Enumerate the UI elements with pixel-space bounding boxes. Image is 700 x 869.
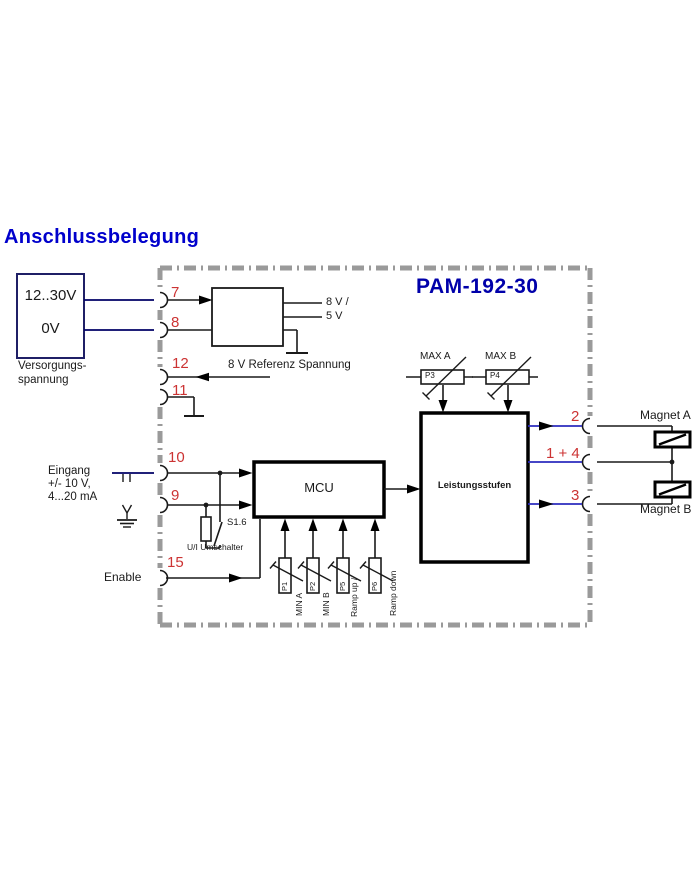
pin-3: 3: [571, 487, 580, 504]
junction-dots: [203, 459, 675, 508]
reference-voltage-label: 8 V Referenz Spannung: [228, 359, 351, 371]
pin-8: 8: [171, 314, 180, 331]
input-label-line1: Eingang: [48, 465, 91, 477]
supply-zero-label: 0V: [41, 320, 60, 337]
arrowheads: [195, 295, 554, 583]
switch-symbol: [200, 516, 223, 547]
pin-1-4: 1 + 4: [546, 445, 580, 462]
pin-2: 2: [571, 408, 580, 425]
wires-navy: [84, 299, 154, 474]
power-stage-label: Leistungsstufen: [437, 480, 512, 491]
voltage-regulator-box: [211, 287, 284, 347]
trimmer-p2-id: P2: [308, 581, 317, 591]
enable-label: Enable: [104, 570, 142, 584]
regulator-output-8v: 8 V /: [326, 296, 349, 308]
device-name: PAM-192-30: [416, 275, 539, 298]
pin-15: 15: [167, 554, 184, 571]
pin-10: 10: [168, 449, 185, 466]
switch-caption: U/I Umschalter: [187, 542, 244, 552]
wires-blue: [528, 425, 582, 505]
trimmer-ramp-up-label: Ramp up /: [349, 577, 359, 617]
input-label-line2: +/- 10 V,: [48, 478, 91, 490]
page-title: Anschlussbelegung: [4, 226, 200, 248]
input-label-line3: 4...20 mA: [48, 491, 98, 503]
pin-11: 11: [172, 382, 188, 399]
magnet-a-symbol: [653, 430, 692, 449]
trimmer-max-b-label: MAX B: [485, 351, 517, 362]
pin-7: 7: [171, 284, 180, 301]
enclosure-dashed-border: [157, 265, 593, 628]
switch-id-label: S1.6: [227, 517, 247, 528]
trimmer-ramp-down-label: Ramp down: [388, 570, 398, 616]
supply-box: [16, 273, 85, 359]
mcu-box: [252, 460, 386, 519]
magnet-a-label: Magnet A: [640, 408, 691, 422]
regulator-output-5v: 5 V: [326, 310, 343, 322]
ground-symbols: [117, 352, 308, 528]
trimmer-min-a-label: MIN A: [294, 592, 304, 616]
pin-9: 9: [171, 487, 180, 504]
trimmer-p5-id: P5: [338, 581, 347, 591]
trimmer-min-b-label: MIN B: [321, 592, 331, 616]
magnet-b-label: Magnet B: [640, 502, 692, 516]
wires-black: [166, 299, 673, 579]
trimmer-max-a-label: MAX A: [420, 351, 451, 362]
pin-12: 12: [172, 355, 189, 372]
trimmer-p6-id: P6: [370, 581, 379, 591]
power-stage-box: [419, 411, 530, 564]
supply-caption-line2: spannung: [18, 374, 69, 386]
trimmer-p3-id: P3: [425, 371, 435, 380]
magnet-b-symbol: [653, 480, 692, 499]
mcu-label: MCU: [304, 480, 334, 495]
supply-range-label: 12..30V: [24, 287, 77, 304]
supply-caption-line1: Versorgungs-: [18, 360, 87, 372]
trimmer-p4-id: P4: [490, 371, 500, 380]
trimmer-symbols: [269, 356, 532, 594]
trimmer-p1-id: P1: [280, 581, 289, 591]
